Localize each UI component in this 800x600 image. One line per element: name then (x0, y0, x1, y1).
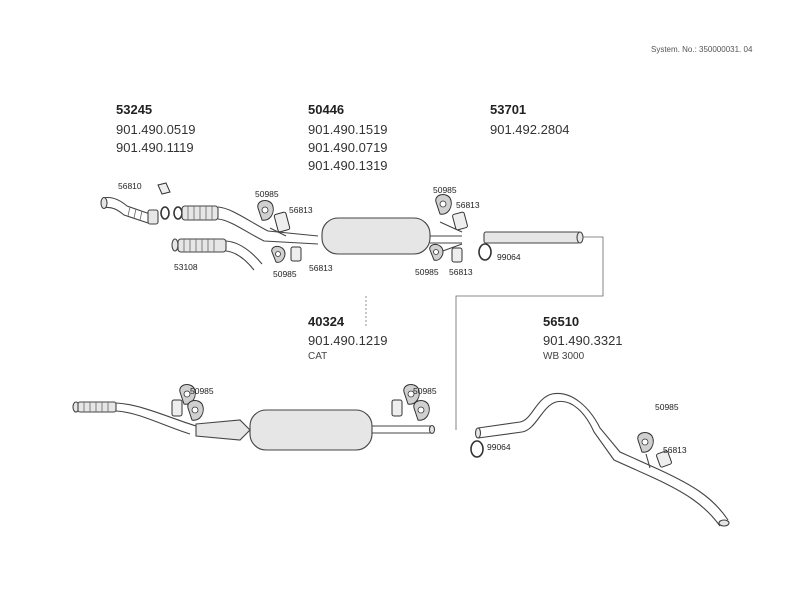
system-number: System. No.: 350000031. 04 (651, 45, 753, 54)
label-clamp-56813: 56813 (663, 445, 687, 455)
tailpipe-56510 (470, 392, 730, 527)
label-clamp-99064: 99064 (497, 252, 521, 262)
oe-number: 901.490.1119 (116, 140, 194, 155)
label-hanger-50985: 50985 (655, 402, 679, 412)
tailpipe-53701 (483, 231, 584, 244)
oe-number: 901.490.3321 (543, 333, 623, 348)
label-hanger-50985: 50985 (255, 189, 279, 199)
gasket-56810 (157, 182, 171, 220)
oe-number: 901.490.0519 (116, 122, 196, 137)
part-number-40324: 40324 (308, 314, 345, 329)
label-hanger-50985: 50985 (273, 269, 297, 279)
oe-number: 901.490.0719 (308, 140, 388, 155)
label-clamp-56813: 56813 (449, 267, 473, 277)
cat-assembly-40324 (72, 384, 436, 451)
label-hanger-50985: 50985 (433, 185, 457, 195)
label-clamp-56813: 56813 (309, 263, 333, 273)
part-number-56510: 56510 (543, 314, 580, 329)
label-clamp-99064: 99064 (487, 442, 511, 452)
oe-number: 901.490.1319 (308, 158, 388, 173)
part-number-53245: 53245 (116, 102, 153, 117)
label-clamp-56813: 56813 (456, 200, 480, 210)
part-number-53701: 53701 (490, 102, 527, 117)
oe-number: 901.490.1219 (308, 333, 388, 348)
front-pipe-53245 (100, 196, 159, 225)
cat-subtitle: CAT (308, 351, 328, 362)
label-clamp-56813: 56813 (289, 205, 313, 215)
intermediate-pipe (173, 205, 319, 245)
muffler-50446 (321, 217, 463, 255)
flex-pipe-53108 (171, 238, 263, 271)
label-gasket-56810: 56810 (118, 181, 142, 191)
wb-subtitle: WB 3000 (543, 351, 585, 362)
upper-hardware (257, 194, 492, 263)
label-hanger-50985: 50985 (415, 267, 439, 277)
connector-line (455, 236, 604, 430)
part-number-50446: 50446 (308, 102, 345, 117)
label-flex-53108: 53108 (174, 262, 198, 272)
oe-number: 901.492.2804 (490, 122, 570, 137)
oe-number: 901.490.1519 (308, 122, 388, 137)
label-hanger-50985: 50985 (413, 386, 437, 396)
label-hanger-50985: 50985 (190, 386, 214, 396)
